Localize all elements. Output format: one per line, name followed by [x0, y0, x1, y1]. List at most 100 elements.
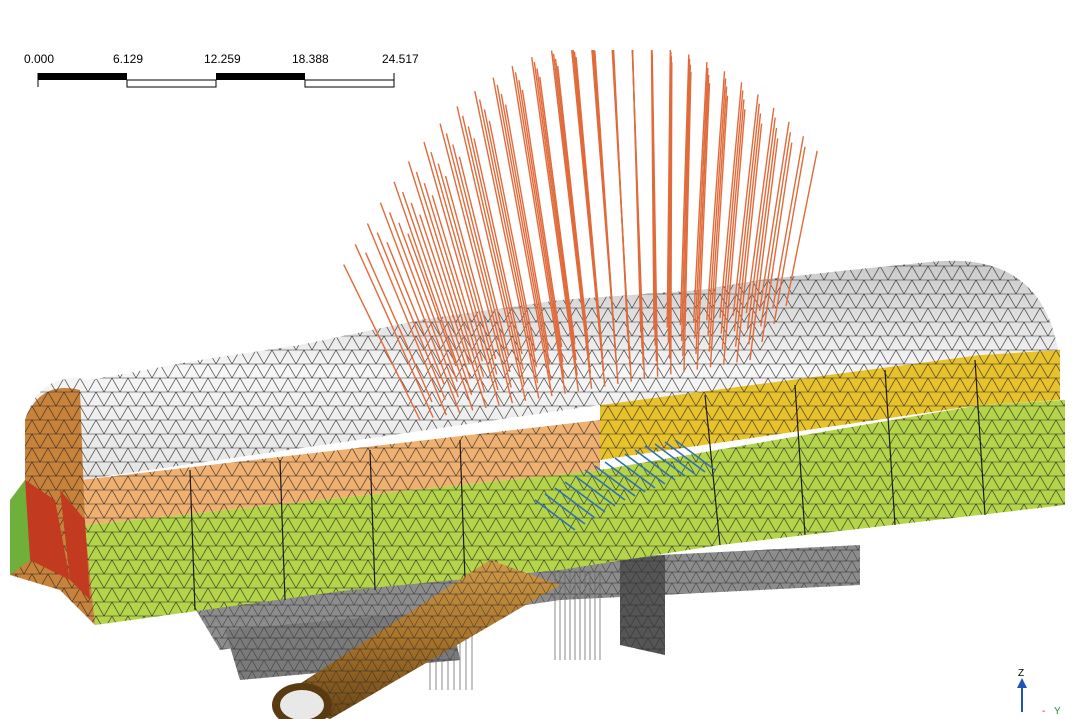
triad-y-label: Y	[1054, 706, 1061, 717]
anchor-cable	[401, 191, 473, 396]
anchor-cable	[680, 58, 691, 341]
anchor-cable	[423, 141, 500, 406]
anchor-cable	[666, 49, 671, 328]
anchor-cable	[709, 95, 729, 368]
scale-tick-4: 24.517	[382, 52, 419, 66]
segment-lines	[189, 359, 986, 611]
anchor-cable	[734, 113, 762, 347]
tunnel-end-face	[10, 388, 95, 625]
anchor-cable	[785, 150, 818, 307]
anchor-cable	[539, 76, 576, 345]
anchor-cable	[366, 223, 448, 416]
anchor-cable	[720, 90, 744, 334]
anchor-cable	[398, 222, 458, 382]
scale-tick-2: 12.259	[204, 52, 241, 66]
anchor-cable	[722, 109, 746, 365]
anchor-cables	[343, 49, 818, 421]
anchor-cable	[423, 182, 485, 378]
anchor-cable	[736, 123, 763, 363]
anchor-cable	[492, 77, 553, 397]
anchor-cable	[594, 50, 616, 338]
pipe-tube	[272, 560, 560, 719]
axis-triad	[1017, 678, 1027, 712]
anchor-cable	[706, 71, 726, 321]
anchor-cable	[557, 65, 589, 343]
anchor-cable	[478, 99, 539, 383]
triad-x-label: -	[1042, 706, 1046, 717]
anchor-cable	[749, 138, 779, 361]
anchor-cable	[393, 181, 474, 411]
tunnel-crown	[25, 260, 1058, 480]
anchor-cable	[467, 126, 524, 370]
anchor-cable	[415, 171, 486, 393]
anchor-cable	[650, 49, 655, 331]
anchor-cable	[696, 83, 711, 370]
anchor-cable	[708, 86, 728, 352]
anchor-cable	[682, 64, 691, 357]
anchor-cable	[758, 121, 790, 311]
anchor-cable	[444, 175, 497, 359]
anchor-cable	[773, 146, 806, 325]
anchor-cable	[521, 89, 563, 347]
triad-z-label: Z	[1018, 668, 1025, 679]
anchor-cable	[473, 138, 523, 355]
anchor-cable	[732, 94, 759, 316]
scale-tick-3: 18.388	[292, 52, 329, 66]
anchor-cable	[458, 156, 510, 357]
anchor-cable	[456, 106, 527, 401]
anchor-cable	[410, 202, 472, 380]
anchor-cable	[419, 214, 470, 364]
anchor-cable	[550, 50, 593, 389]
anchor-cable	[511, 66, 566, 394]
anchor-cable	[379, 202, 461, 414]
anchor-cable	[430, 152, 499, 391]
anchor-cable	[552, 53, 592, 374]
tunnel-band-orange	[80, 420, 600, 525]
scale-tick-0: 0.000	[24, 52, 55, 66]
scale-bar	[37, 73, 395, 88]
anchor-cable	[745, 107, 775, 314]
anchor-cable	[461, 115, 526, 386]
anchor-cable	[483, 109, 538, 368]
anchor-cable	[695, 74, 710, 355]
anchor-cable	[536, 68, 577, 361]
anchor-cable	[692, 61, 708, 323]
anchor-cable	[496, 84, 552, 381]
anchor-cable	[452, 144, 511, 373]
anchor-cable	[575, 57, 602, 340]
anchor-cable	[760, 132, 792, 327]
anchor-cable	[445, 133, 512, 388]
anchor-cable	[533, 61, 578, 376]
anchor-cable	[631, 49, 642, 333]
anchor-cable	[439, 123, 514, 404]
anchor-cable	[386, 242, 445, 385]
anchor-cable	[388, 212, 460, 398]
anchor-cable	[612, 49, 629, 335]
anchor-cable	[474, 90, 540, 399]
anchor-cable	[707, 78, 727, 337]
anchor-cable	[733, 103, 760, 332]
anchor-cable	[354, 244, 434, 418]
rock-bolts	[534, 439, 716, 531]
anchor-cable	[531, 57, 580, 392]
anchor-cable	[679, 54, 690, 326]
anchor-cable	[364, 252, 433, 403]
anchor-cable	[514, 72, 565, 379]
anchor-cable	[407, 161, 487, 409]
anchor-cable	[488, 120, 536, 352]
anchor-cable	[343, 264, 421, 421]
tunnel-wall-green	[85, 400, 1065, 625]
anchor-cable	[746, 117, 776, 329]
anchor-cable	[748, 127, 778, 345]
anchor-cable	[376, 232, 446, 400]
anchor-cable	[437, 163, 498, 375]
anchor-cable	[667, 51, 672, 344]
anchor-cable	[721, 99, 745, 350]
anchor-cable	[772, 136, 805, 309]
anchor-cable	[504, 104, 550, 350]
anchor-cable	[719, 82, 743, 319]
tunnel-band-yellow	[600, 350, 1060, 460]
anchor-cable	[761, 142, 793, 343]
anchor-cable	[407, 233, 457, 367]
